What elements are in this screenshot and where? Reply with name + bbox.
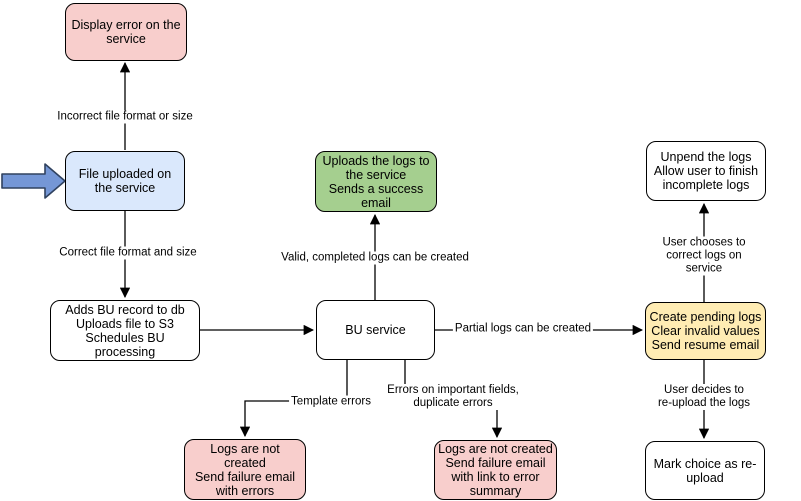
node-uploads-logs-success: Uploads the logs to the service Sends a … [315,151,437,212]
node-display-error: Display error on the service [65,3,187,61]
edge-label-valid-complete: Valid, completed logs can be created [279,251,471,265]
node-file-uploaded: File uploaded on the service [65,151,185,211]
node-bu-service: BU service [316,300,435,360]
node-text: BU service [345,323,406,337]
edge-label-partial-logs: Partial logs can be created [452,322,594,336]
edge-label-correct-format: Correct file format and size [57,246,199,260]
edge-label-user-chooses: User chooses to correct logs on service [655,236,753,276]
entry-block-arrow-icon [1,163,66,199]
node-mark-choice-reupload: Mark choice as re-upload [645,441,765,500]
node-text: Logs are not created Send failure email … [194,441,296,498]
node-logs-not-created-errors: Logs are not created Send failure email … [184,439,306,500]
node-text: Uploads the logs to the service Sends a … [322,153,430,210]
edge-label-user-decides: User decides to re-upload the logs [655,384,753,410]
node-text: Display error on the service [71,18,181,46]
edge-label-template-errors: Template errors [289,395,373,409]
node-text: Unpend the logs Allow user to finish inc… [653,150,759,192]
node-unpend-logs: Unpend the logs Allow user to finish inc… [646,141,766,201]
node-text: File uploaded on the service [78,167,172,195]
node-text: Mark choice as re-upload [653,456,757,485]
node-text: Logs are not created Send failure email … [438,442,553,498]
edge-label-incorrect-format: Incorrect file format or size [55,110,195,124]
node-logs-not-created-summary: Logs are not created Send failure email … [434,440,557,500]
node-text: Adds BU record to db Uploads file to S3 … [65,302,185,359]
node-text: Create pending logs Clear invalid values… [649,310,762,352]
node-adds-bu-record: Adds BU record to db Uploads file to S3 … [50,300,200,361]
node-create-pending-logs: Create pending logs Clear invalid values… [645,302,766,360]
edge-label-important-errors: Errors on important fields, duplicate er… [385,384,521,410]
